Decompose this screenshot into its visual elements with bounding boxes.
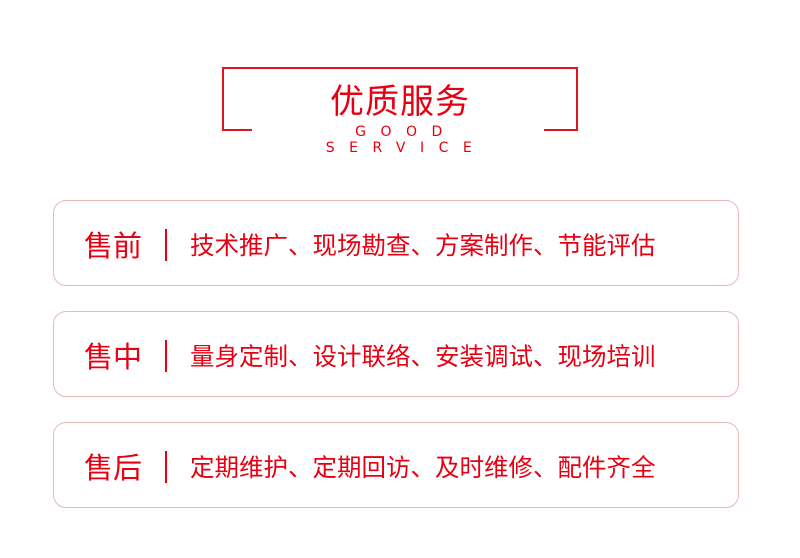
card-label: 售后 (84, 451, 143, 485)
card-label: 售前 (84, 229, 143, 263)
service-card-pre-sale: 售前 技术推广、现场勘查、方案制作、节能评估 (53, 200, 739, 286)
card-text: 量身定制、设计联络、安装调试、现场培训 (190, 342, 656, 371)
divider (165, 340, 167, 372)
divider (165, 451, 167, 483)
page-subtitle: GOOD SERVICE (325, 124, 487, 156)
service-card-after-sale: 售后 定期维护、定期回访、及时维修、配件齐全 (53, 422, 739, 508)
divider (165, 229, 167, 261)
service-card-in-sale: 售中 量身定制、设计联络、安装调试、现场培训 (53, 311, 739, 397)
title-frame (222, 67, 578, 131)
frame-line-right (544, 129, 576, 131)
page-title: 优质服务 (330, 82, 470, 122)
card-text: 技术推广、现场勘查、方案制作、节能评估 (190, 231, 656, 260)
frame-line-left (222, 129, 252, 131)
card-text: 定期维护、定期回访、及时维修、配件齐全 (190, 453, 656, 482)
card-label: 售中 (84, 340, 143, 374)
